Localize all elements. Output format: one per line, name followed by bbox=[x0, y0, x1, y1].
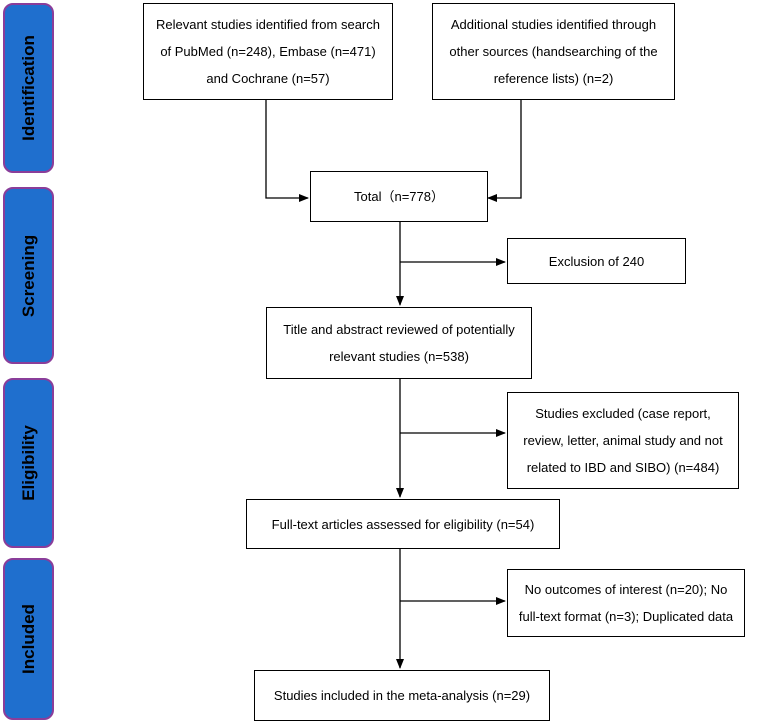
arrow-search-to-total bbox=[265, 100, 309, 202]
box-included-meta: Studies included in the meta-analysis (n… bbox=[254, 670, 550, 721]
box-total-text: Total（n=778） bbox=[354, 189, 444, 204]
phase-eligibility: Eligibility bbox=[3, 378, 54, 548]
box-full-text-text: Full-text articles assessed for eligibil… bbox=[271, 516, 535, 532]
phase-identification: Identification bbox=[3, 3, 54, 173]
box-exclusion-240-text: Exclusion of 240 bbox=[548, 253, 645, 269]
box-title-abstract: Title and abstract reviewed of potential… bbox=[266, 307, 532, 379]
box-other-sources-text: Additional studies identified through ot… bbox=[449, 17, 658, 86]
phase-included: Included bbox=[3, 558, 54, 720]
box-no-outcomes: No outcomes of interest (n=20); No full-… bbox=[507, 569, 745, 637]
phase-screening: Screening bbox=[3, 187, 54, 364]
box-no-outcomes-text: No outcomes of interest (n=20); No full-… bbox=[518, 582, 734, 624]
box-other-sources: Additional studies identified through ot… bbox=[432, 3, 675, 100]
box-database-search: Relevant studies identified from search … bbox=[143, 3, 393, 100]
box-title-abstract-text: Title and abstract reviewed of potential… bbox=[283, 322, 515, 364]
box-exclusion-240: Exclusion of 240 bbox=[507, 238, 686, 284]
box-included-meta-text: Studies included in the meta-analysis (n… bbox=[273, 688, 531, 703]
box-excluded-484-text: Studies excluded (case report, review, l… bbox=[523, 406, 723, 475]
box-total: Total（n=778） bbox=[310, 171, 488, 222]
box-excluded-484: Studies excluded (case report, review, l… bbox=[507, 392, 739, 489]
box-database-search-text: Relevant studies identified from search … bbox=[155, 17, 380, 86]
box-full-text: Full-text articles assessed for eligibil… bbox=[246, 499, 560, 549]
arrow-other-to-total bbox=[487, 100, 522, 202]
